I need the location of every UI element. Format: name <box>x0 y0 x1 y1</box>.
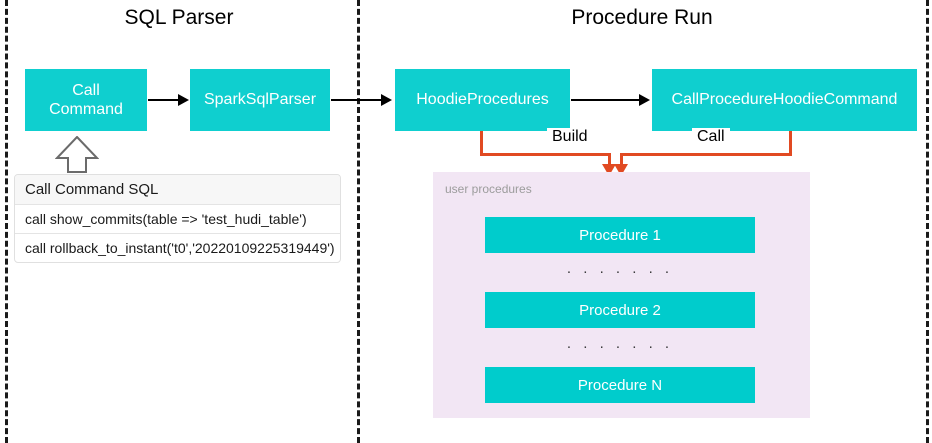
procedure-box[interactable]: Procedure 2 <box>485 292 755 328</box>
node-spark-sql-parser[interactable]: SparkSqlParser <box>190 69 330 131</box>
arrow-spark-parser-to-hoodie-procedures-line <box>331 99 383 101</box>
node-call-command-line2: Command <box>49 101 123 118</box>
call-connector-segment <box>620 153 792 156</box>
build-connector-segment <box>480 153 611 156</box>
procedure-separator-dots: . . . . . . . <box>566 335 674 352</box>
build-connector-segment <box>480 131 483 156</box>
build-connector-segment <box>608 153 611 166</box>
sql-table-header: Call Command SQL <box>15 175 340 205</box>
section-divider-middle <box>357 0 360 443</box>
section-divider-right <box>926 0 929 443</box>
sql-table-row: call show_commits(table => 'test_hudi_ta… <box>15 205 340 234</box>
arrow-call-command-to-spark-parser-head <box>178 94 189 106</box>
node-spark-sql-parser-label: SparkSqlParser <box>203 91 317 109</box>
section-divider-left <box>5 0 8 443</box>
user-procedures-caption: user procedures <box>445 182 532 196</box>
node-call-procedure-hoodie-command[interactable]: CallProcedureHoodieCommand <box>652 69 917 131</box>
procedure-box[interactable]: Procedure N <box>485 367 755 403</box>
call-connector-segment <box>620 153 623 166</box>
section-title-sql-parser: SQL Parser <box>124 6 234 29</box>
node-call-command[interactable]: Call Command <box>25 69 147 131</box>
edge-label-build: Build <box>547 128 593 146</box>
arrow-hoodie-procedures-to-call-procedure-line <box>571 99 641 101</box>
hollow-up-arrow-icon <box>55 136 99 173</box>
procedure-box-label: Procedure 2 <box>579 301 661 319</box>
procedure-box-label: Procedure N <box>577 376 663 394</box>
node-call-command-line1: Call <box>72 81 100 99</box>
user-procedures-panel: user procedures Procedure 1 . . . . . . … <box>433 172 810 418</box>
arrow-call-command-to-spark-parser-line <box>148 99 180 101</box>
node-call-command-label: Call Command <box>49 81 123 119</box>
procedure-separator-dots: . . . . . . . <box>566 260 674 277</box>
edge-label-call: Call <box>692 128 730 146</box>
sql-table-row: call rollback_to_instant('t0','202201092… <box>25 240 335 256</box>
node-hoodie-procedures[interactable]: HoodieProcedures <box>395 69 570 131</box>
node-call-procedure-hoodie-command-label: CallProcedureHoodieCommand <box>671 91 898 109</box>
call-connector-segment <box>789 131 792 156</box>
call-command-sql-table: Call Command SQL call show_commits(table… <box>14 174 341 263</box>
procedure-box-label: Procedure 1 <box>579 226 661 244</box>
arrow-hoodie-procedures-to-call-procedure-head <box>639 94 650 106</box>
procedure-box[interactable]: Procedure 1 <box>485 217 755 253</box>
section-title-procedure-run: Procedure Run <box>571 6 713 29</box>
node-hoodie-procedures-label: HoodieProcedures <box>416 91 549 109</box>
arrow-spark-parser-to-hoodie-procedures-head <box>381 94 392 106</box>
